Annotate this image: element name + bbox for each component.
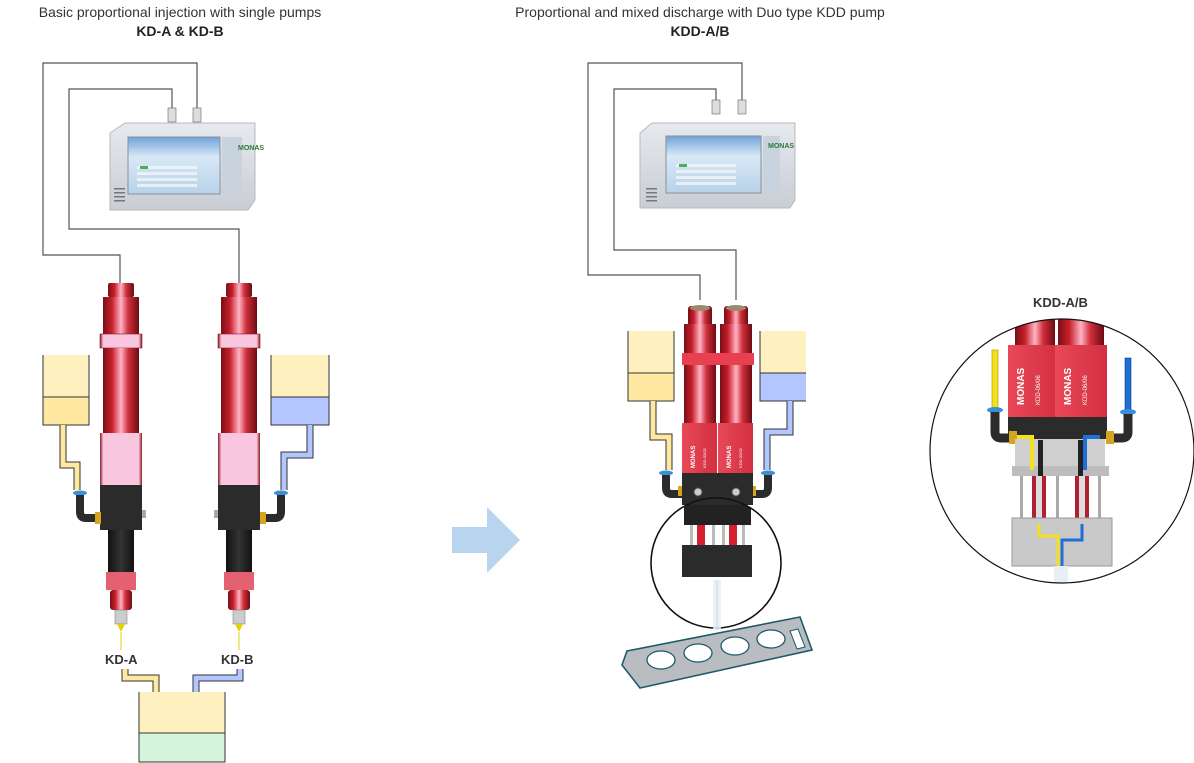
detail-pump-a-model: KDD-06/06 xyxy=(1036,375,1042,405)
duo-pump-kdd: MONAS KDD-02/02 MONAS KDD-02/02 xyxy=(650,305,782,630)
detail-panel-title: KDD-A/B xyxy=(1033,295,1088,310)
left-panel-subtitle: KD-A & KD-B xyxy=(136,23,224,39)
middle-controller-brand: MONAS xyxy=(768,143,794,150)
pump-b-label: KD-B xyxy=(221,652,254,667)
left-panel-title: Basic proportional injection with single… xyxy=(38,4,322,20)
left-controller-brand: MONAS xyxy=(238,145,264,152)
middle-material-b-tank xyxy=(750,331,806,498)
material-a-tank xyxy=(42,355,101,524)
detail-circle-frame xyxy=(929,318,1194,584)
left-controller: MONAS xyxy=(109,107,264,211)
middle-pump-a-model: KDD-02/02 xyxy=(702,447,707,468)
middle-pump-a-brand: MONAS xyxy=(691,446,697,468)
middle-controller: MONAS xyxy=(639,99,796,209)
middle-panel-title: Proportional and mixed discharge with Du… xyxy=(515,4,885,20)
detail-pump-b-brand: MONAS xyxy=(1063,367,1074,405)
detail-pump-b-model: KDD-06/06 xyxy=(1083,375,1089,405)
middle-material-a-tank xyxy=(627,331,684,498)
transition-arrow-icon xyxy=(452,507,520,573)
engine-gasket-workpiece xyxy=(621,616,814,689)
middle-pump-b-model: KDD-02/02 xyxy=(738,447,743,468)
detail-pump-a-brand: MONAS xyxy=(1016,367,1027,405)
mixing-container xyxy=(121,669,244,763)
middle-control-wires xyxy=(587,62,743,300)
left-control-wires xyxy=(42,62,240,283)
material-b-tank xyxy=(260,355,330,524)
kdd-detail-view: MONAS KDD-06/06 MONAS KDD-06/06 xyxy=(929,318,1194,584)
middle-pump-b-brand: MONAS xyxy=(727,446,733,468)
middle-panel-subtitle: KDD-A/B xyxy=(670,23,730,39)
pump-kd-b xyxy=(214,283,261,650)
pump-kd-a xyxy=(99,283,146,650)
middle-panel-caption: Proportional and mixed discharge with Du… xyxy=(470,3,930,41)
left-panel-caption: Basic proportional injection with single… xyxy=(0,3,360,41)
pump-a-label: KD-A xyxy=(105,652,138,667)
